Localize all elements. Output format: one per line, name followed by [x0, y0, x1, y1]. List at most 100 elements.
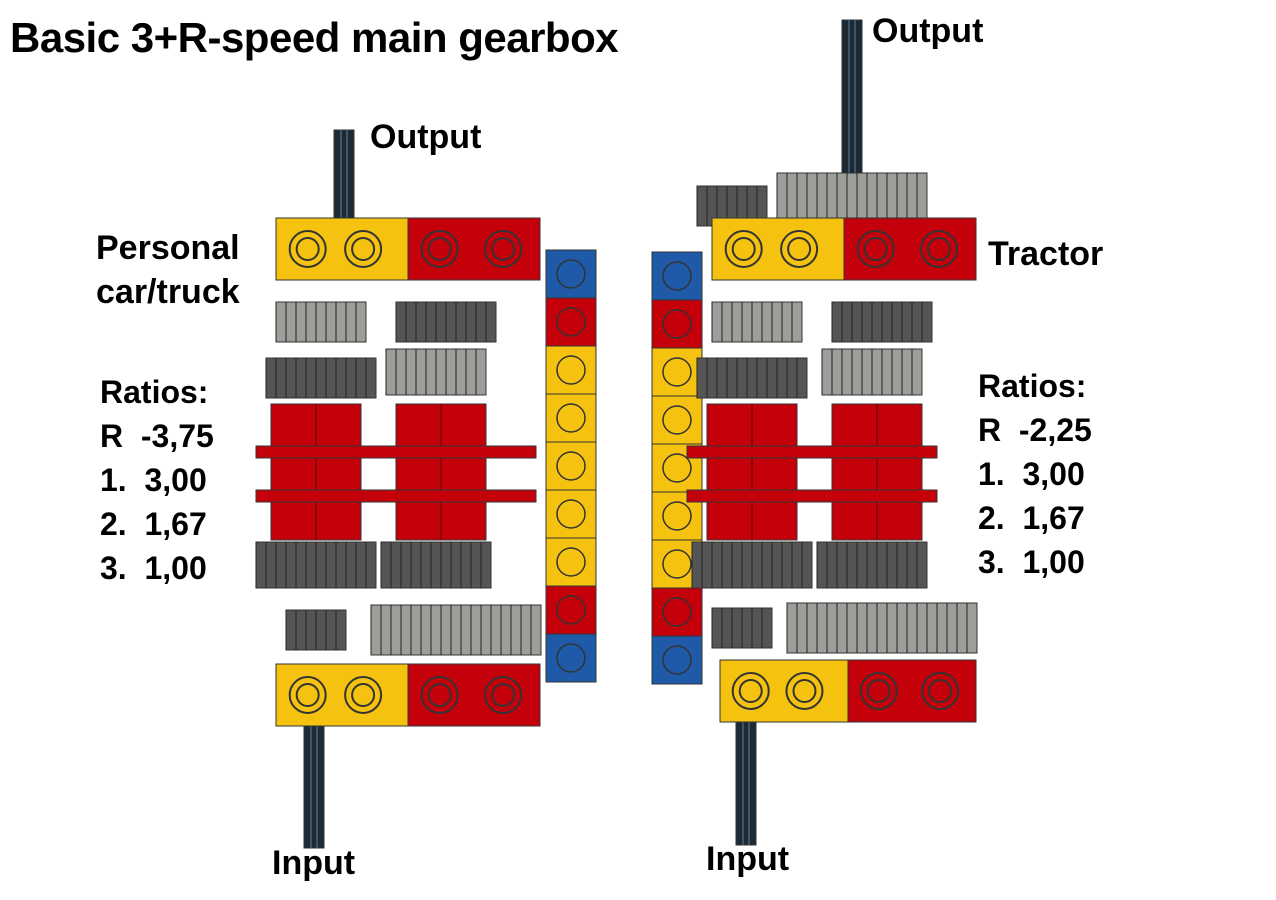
top-beam-left: [275, 217, 541, 281]
yellow-beam-half: [719, 659, 849, 723]
right-ratio-2: 2. 1,67: [978, 500, 1085, 536]
frame-hole: [662, 405, 692, 435]
frame-hole: [662, 501, 692, 531]
input-small-gear-left: [285, 609, 347, 651]
left-shaft-right: [706, 403, 798, 541]
beam-hole: [484, 676, 523, 714]
beam-hole-inner: [351, 237, 376, 261]
beam-hole-inner: [295, 683, 320, 707]
lower-gear-a-left: [255, 541, 377, 589]
lower-gear-b-left: [380, 541, 492, 589]
page-title: Basic 3+R-speed main gearbox: [10, 14, 619, 61]
frame-segment: [545, 393, 597, 443]
yellow-beam-half: [275, 663, 409, 727]
frame-hole: [556, 547, 586, 577]
frame-segment: [651, 299, 703, 349]
right-shaft-right: [831, 403, 923, 541]
left-caption-line2: car/truck: [96, 273, 240, 311]
right-shaft-left: [395, 403, 487, 541]
left-ratios: Ratios: R -3,75 1. 3,00 2. 1,67 3. 1,00: [100, 370, 214, 590]
top-gear-b-right: [831, 301, 933, 343]
beam-hole: [288, 676, 327, 714]
gear-body: [696, 185, 768, 227]
beam-hole: [484, 230, 523, 268]
beam-hole: [724, 230, 763, 268]
left-caption-line1: Personal: [96, 229, 240, 267]
beam-hole-inner: [427, 683, 452, 707]
right-caption: Tractor: [988, 235, 1104, 273]
frame-segment: [651, 395, 703, 445]
lower-gear-a-right: [691, 541, 813, 589]
frame-hole: [556, 355, 586, 385]
axle-body: [735, 719, 757, 846]
frame-vertical-right: [651, 251, 703, 685]
clutch-gear-left: [385, 348, 487, 396]
beam-hole-inner: [351, 683, 376, 707]
left-input-label: Input: [272, 844, 356, 882]
gear-body: [816, 541, 928, 589]
left-ratio-2: 2. 1,67: [100, 506, 207, 542]
frame-segment: [651, 635, 703, 685]
shaft-red-body: [270, 403, 362, 541]
input-axle-left: [303, 699, 325, 849]
beam-hole: [344, 676, 383, 714]
frame-segment: [545, 249, 597, 299]
frame-hole: [556, 259, 586, 289]
input-small-gear-right: [711, 607, 773, 649]
plate-lower-right: [686, 489, 938, 503]
left-ratio-r: R -3,75: [100, 418, 214, 454]
beam-hole: [856, 230, 895, 268]
input-axle-right: [735, 719, 757, 846]
gear-body: [691, 541, 813, 589]
beam-hole: [859, 672, 898, 710]
top-extra-gear-b-right: [776, 172, 928, 220]
shaft-red-body: [395, 403, 487, 541]
upper-gear-left: [265, 357, 377, 399]
frame-segment: [545, 489, 597, 539]
beam-hole: [785, 672, 824, 710]
bottom-beam-right: [719, 659, 977, 723]
plate-upper-left: [255, 445, 537, 459]
red-beam-half: [843, 217, 977, 281]
axle-body: [841, 19, 863, 221]
frame-hole: [556, 643, 586, 673]
beam-hole-inner: [863, 237, 888, 261]
frame-segment: [545, 633, 597, 683]
frame-segment: [545, 585, 597, 635]
beam-hole: [344, 230, 383, 268]
frame-segment: [651, 539, 703, 589]
gear-body: [275, 301, 367, 343]
beam-hole-inner: [427, 237, 452, 261]
yellow-beam-half: [275, 217, 409, 281]
gear-body: [696, 357, 808, 399]
right-ratios: Ratios: R -2,25 1. 3,00 2. 1,67 3. 1,00: [978, 364, 1092, 584]
gear-body: [776, 172, 928, 220]
beam-hole-inner: [295, 237, 320, 261]
beam-hole: [921, 672, 960, 710]
output-axle-right: [841, 19, 863, 221]
top-beam-right: [711, 217, 977, 281]
beam-hole-inner: [927, 237, 952, 261]
frame-hole: [662, 549, 692, 579]
frame-hole: [556, 499, 586, 529]
gear-body: [380, 541, 492, 589]
frame-vertical-left: [545, 249, 597, 683]
frame-hole: [556, 595, 586, 625]
frame-segment: [545, 441, 597, 491]
frame-hole: [556, 403, 586, 433]
gear-body: [821, 348, 923, 396]
beam-hole-inner: [731, 237, 756, 261]
left-ratio-3: 3. 1,00: [100, 550, 207, 586]
shaft-red-body: [831, 403, 923, 541]
beam-hole: [920, 230, 959, 268]
gear-body: [285, 609, 347, 651]
beam-hole-inner: [491, 237, 516, 261]
gear-body: [255, 541, 377, 589]
yellow-beam-half: [711, 217, 845, 281]
frame-segment: [651, 587, 703, 637]
frame-segment: [545, 537, 597, 587]
beam-hole: [420, 676, 459, 714]
frame-hole: [662, 309, 692, 339]
top-gear-a-left: [275, 301, 367, 343]
left-output-label: Output: [370, 118, 482, 156]
